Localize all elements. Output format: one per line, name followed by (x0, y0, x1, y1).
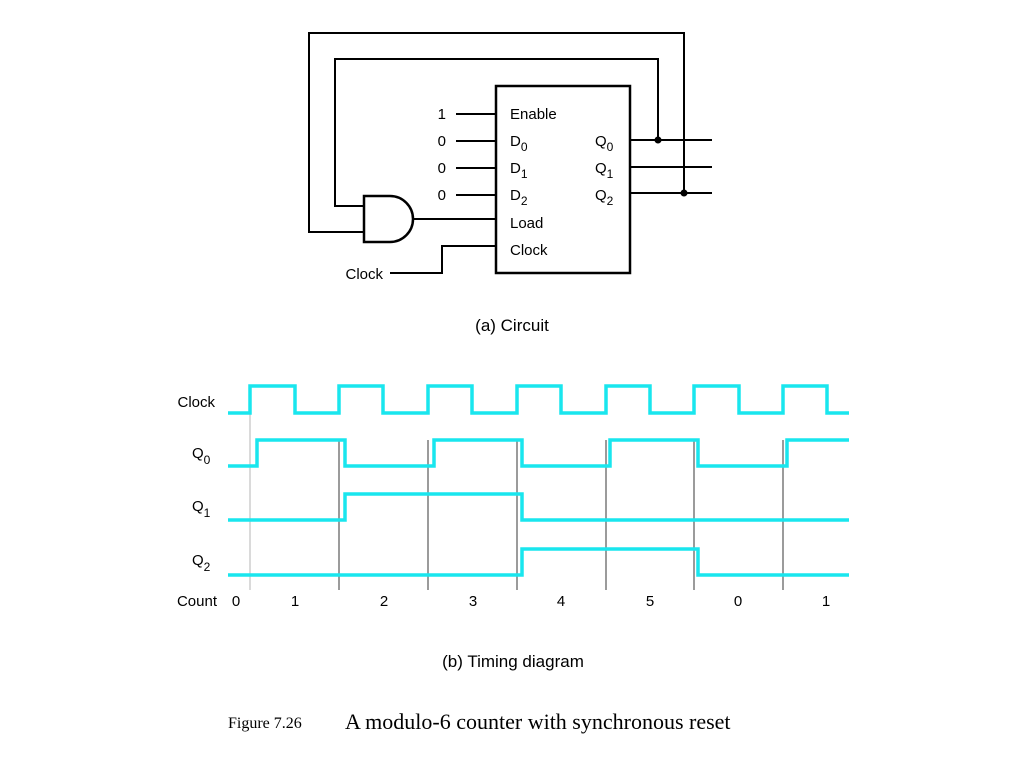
pin-label-d2: D2 (510, 187, 528, 208)
q2-junction-dot (680, 189, 688, 197)
circuit: 1 0 0 0 Enable D0 D1 D2 Load Clock Q0 Q1… (308, 32, 712, 335)
count-value: 2 (380, 593, 388, 610)
pin-label-d1: D1 (510, 160, 528, 181)
q0-junction-dot (654, 136, 662, 144)
figure-number: Figure 7.26 (228, 715, 302, 732)
pin-label-enable: Enable (510, 106, 557, 123)
counter-block (494, 84, 632, 275)
count-value: 5 (646, 593, 654, 610)
count-values: 0 1 2 3 4 5 0 1 (232, 593, 830, 610)
pin-label-clock: Clock (510, 242, 548, 259)
d2-input-value: 0 (438, 187, 446, 204)
signal-label-q1: Q1 (192, 498, 211, 520)
q2-feedback-wire (308, 32, 685, 233)
signal-label-clock: Clock (177, 394, 215, 411)
figure-title: A modulo-6 counter with synchronous rese… (345, 709, 731, 734)
signal-label-q0: Q0 (192, 445, 211, 467)
q0-waveform (228, 438, 849, 468)
count-value: 4 (557, 593, 565, 610)
pin-label-d0: D0 (510, 133, 528, 154)
timing-diagram: Clock Q0 Q1 Q2 Count 0 1 2 3 4 5 0 1 (b) Timing… (177, 384, 849, 671)
count-value: 3 (469, 593, 477, 610)
count-value: 0 (734, 593, 742, 610)
and-gate (362, 194, 415, 244)
pin-label-q1: Q1 (595, 160, 614, 181)
circuit-caption: (a) Circuit (475, 316, 549, 335)
clock-waveform (228, 384, 849, 415)
d0-input-value: 0 (438, 133, 446, 150)
clock-input-wire (390, 245, 496, 274)
count-value: 1 (822, 593, 830, 610)
signal-label-q2: Q2 (192, 552, 211, 574)
enable-input-value: 1 (438, 106, 446, 123)
d1-input-value: 0 (438, 160, 446, 177)
q2-waveform (228, 547, 849, 577)
count-label: Count (177, 593, 218, 610)
pin-label-q0: Q0 (595, 133, 614, 154)
pin-label-q2: Q2 (595, 187, 614, 208)
q1-waveform (228, 492, 849, 522)
q0-feedback-wire (334, 58, 659, 207)
pin-label-load: Load (510, 215, 543, 232)
count-value: 0 (232, 593, 240, 610)
clock-input-label: Clock (345, 266, 383, 283)
count-value: 1 (291, 593, 299, 610)
timing-caption: (b) Timing diagram (442, 652, 584, 671)
